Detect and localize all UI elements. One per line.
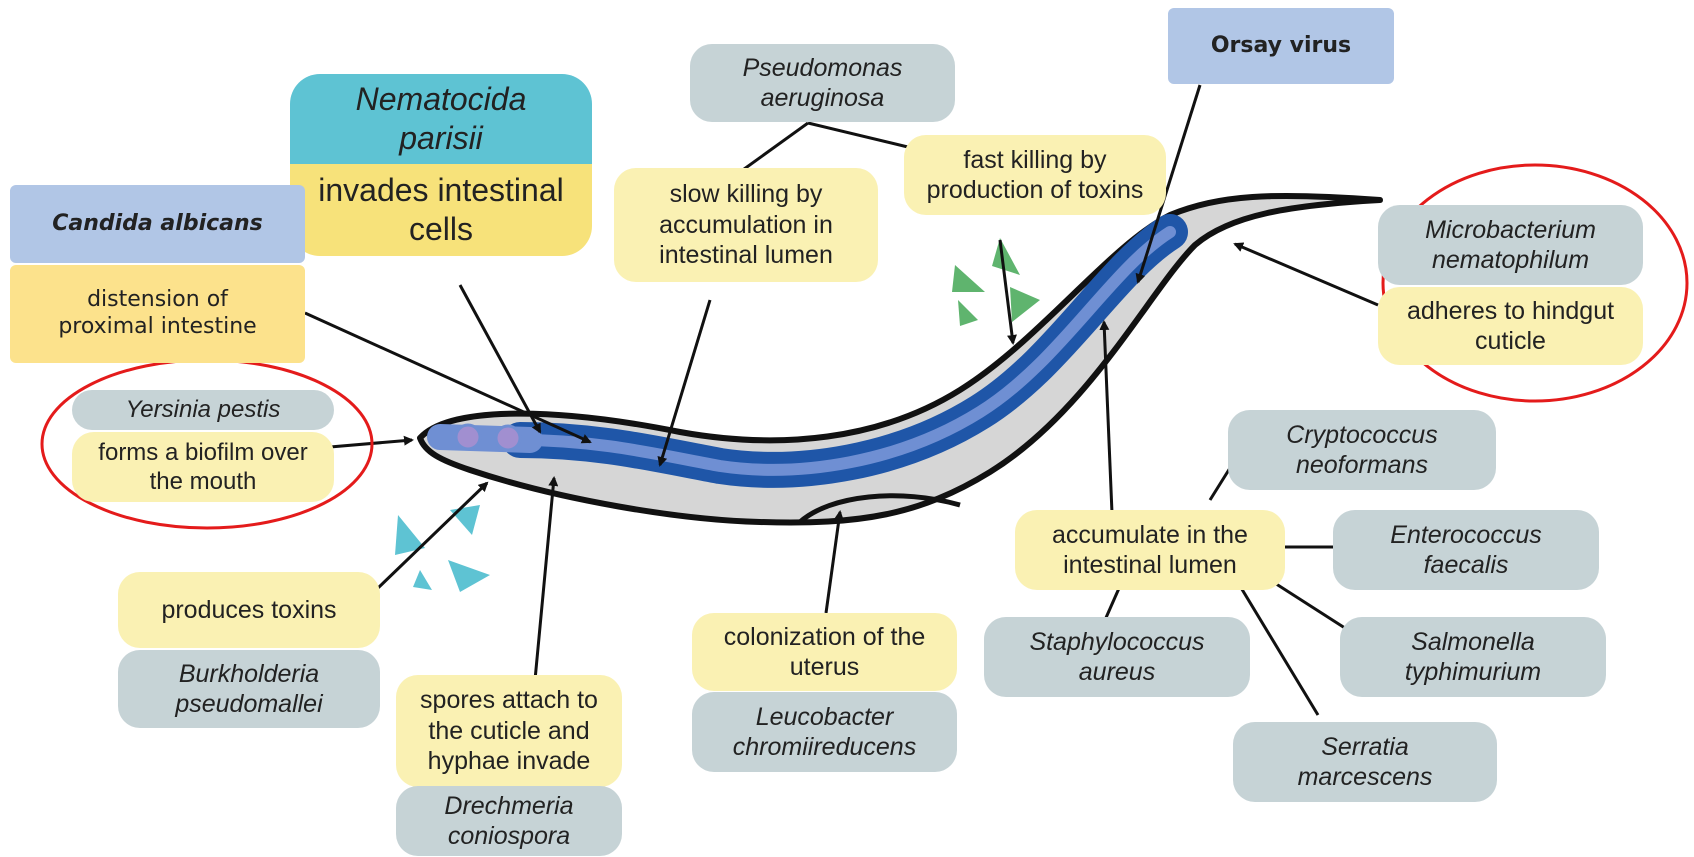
label-drechmeria-coniospora: Drechmeria coniospora xyxy=(396,786,622,856)
label-yersinia-pestis: Yersinia pestis xyxy=(72,390,334,430)
label-adheres-hindgut-cuticle: adheres to hindgut cuticle xyxy=(1378,287,1643,365)
label-accumulate-intestinal-lumen: accumulate in the intestinal lumen xyxy=(1015,510,1285,590)
label-biofilm-over-mouth: forms a biofilm over the mouth xyxy=(72,432,334,502)
label-salmonella-typhimurium: Salmonella typhimurium xyxy=(1340,617,1606,697)
toxins-blue-icon xyxy=(395,505,490,592)
label-produces-toxins: produces toxins xyxy=(118,572,380,648)
label-staphylococcus-aureus: Staphylococcus aureus xyxy=(984,617,1250,697)
label-fast-killing: fast killing by production of toxins xyxy=(904,135,1166,215)
label-burkholderia-pseudomallei: Burkholderia pseudomallei xyxy=(118,650,380,728)
arrow-spores xyxy=(535,478,554,680)
label-cryptococcus-neoformans: Cryptococcus neoformans xyxy=(1228,410,1496,490)
label-nematocida-parisii: Nematocida parisii xyxy=(290,74,592,164)
arrow-nematocida xyxy=(460,285,540,432)
label-invades-intestinal-cells: invades intestinal cells xyxy=(290,164,592,256)
label-pseudomonas-aeruginosa: Pseudomonas aeruginosa xyxy=(690,44,955,122)
label-slow-killing: slow killing by accumulation in intestin… xyxy=(614,168,878,282)
label-distension-proximal-intestine: distension of proximal intestine xyxy=(10,265,305,363)
pharynx-bulb-1 xyxy=(456,425,480,449)
label-microbacterium-nematophilum: Microbacterium nematophilum xyxy=(1378,205,1643,285)
pharynx-bulb-2 xyxy=(496,426,520,450)
arrow-colonization xyxy=(826,512,840,613)
toxins-green-icon xyxy=(952,238,1040,326)
label-enterococcus-faecalis: Enterococcus faecalis xyxy=(1333,510,1599,590)
label-spores-attach: spores attach to the cuticle and hyphae … xyxy=(396,675,622,787)
arrow-microbacterium xyxy=(1235,244,1378,305)
label-leucobacter-chromiireducens: Leucobacter chromiireducens xyxy=(692,692,957,772)
label-orsay-virus: Orsay virus xyxy=(1168,8,1394,84)
label-candida-albicans: Candida albicans xyxy=(10,185,305,263)
label-serratia-marcescens: Serratia marcescens xyxy=(1233,722,1497,802)
label-colonization-uterus: colonization of the uterus xyxy=(692,613,957,691)
